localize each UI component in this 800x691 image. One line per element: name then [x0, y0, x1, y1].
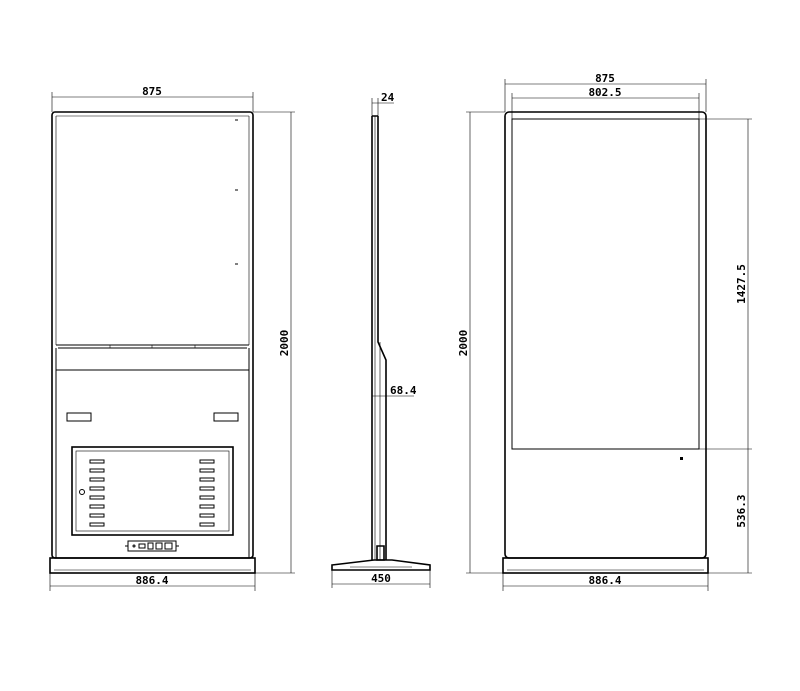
back-right-handle [213, 412, 239, 422]
back-view: 875 [49, 85, 295, 591]
side-base-dimension: 450 [331, 570, 431, 588]
side-base-label: 450 [371, 572, 391, 585]
back-top-width-label: 875 [142, 85, 162, 98]
front-top-width-dimension: 875 [504, 72, 707, 112]
door-lock-icon [79, 489, 85, 495]
front-base [502, 557, 709, 574]
front-screen-width-label: 802.5 [588, 86, 621, 99]
power-port-icon [132, 544, 136, 548]
front-screen-height-label: 1427.5 [735, 264, 748, 304]
hdmi-port-icon [164, 542, 173, 550]
front-screen-width-dimension: 802.5 [511, 86, 700, 120]
side-thickness-dimension: 24 [371, 91, 395, 116]
door-left-vents [89, 459, 105, 527]
back-height-dimension: 2000 [253, 111, 295, 574]
lan-port-icon [155, 542, 163, 550]
side-thickness-label: 24 [381, 91, 395, 104]
front-outer-frame [504, 111, 707, 559]
side-stand-base [331, 545, 431, 571]
front-top-width-label: 875 [595, 72, 615, 85]
side-depth-dimension: 68.4 [372, 384, 417, 397]
back-service-door [71, 446, 234, 536]
side-profile [371, 115, 387, 560]
door-right-vents [199, 459, 215, 527]
back-base-width-label: 886.4 [135, 574, 168, 587]
front-height-label: 2000 [457, 330, 470, 357]
back-height-label: 2000 [278, 330, 291, 357]
front-lower-height-dimension: 536.3 [708, 449, 752, 574]
side-view: 24 68.4 450 [331, 91, 431, 588]
back-base-width-dimension: 886.4 [49, 573, 256, 591]
front-lower-height-label: 536.3 [735, 494, 748, 527]
sensor-icon [680, 457, 683, 460]
front-view: 875 802.5 886.4 [457, 72, 752, 591]
usb-port-icon [138, 543, 146, 549]
back-left-handle [66, 412, 92, 422]
front-display-screen [511, 118, 700, 450]
back-port-panel [125, 540, 179, 552]
back-door-frame [71, 446, 234, 536]
back-lower-panel [55, 344, 250, 558]
front-screen-height-dimension: 1427.5 [699, 118, 752, 450]
front-base-width-dimension: 886.4 [502, 573, 709, 591]
back-base-plate [49, 557, 256, 574]
front-base-plate [502, 557, 709, 574]
back-base [49, 557, 256, 574]
back-outer-frame [51, 111, 254, 559]
side-depth-label: 68.4 [390, 384, 417, 397]
front-height-dimension: 2000 [457, 111, 505, 574]
front-base-width-label: 886.4 [588, 574, 621, 587]
switch-icon [147, 542, 154, 550]
back-top-width-dimension: 875 [51, 85, 254, 112]
